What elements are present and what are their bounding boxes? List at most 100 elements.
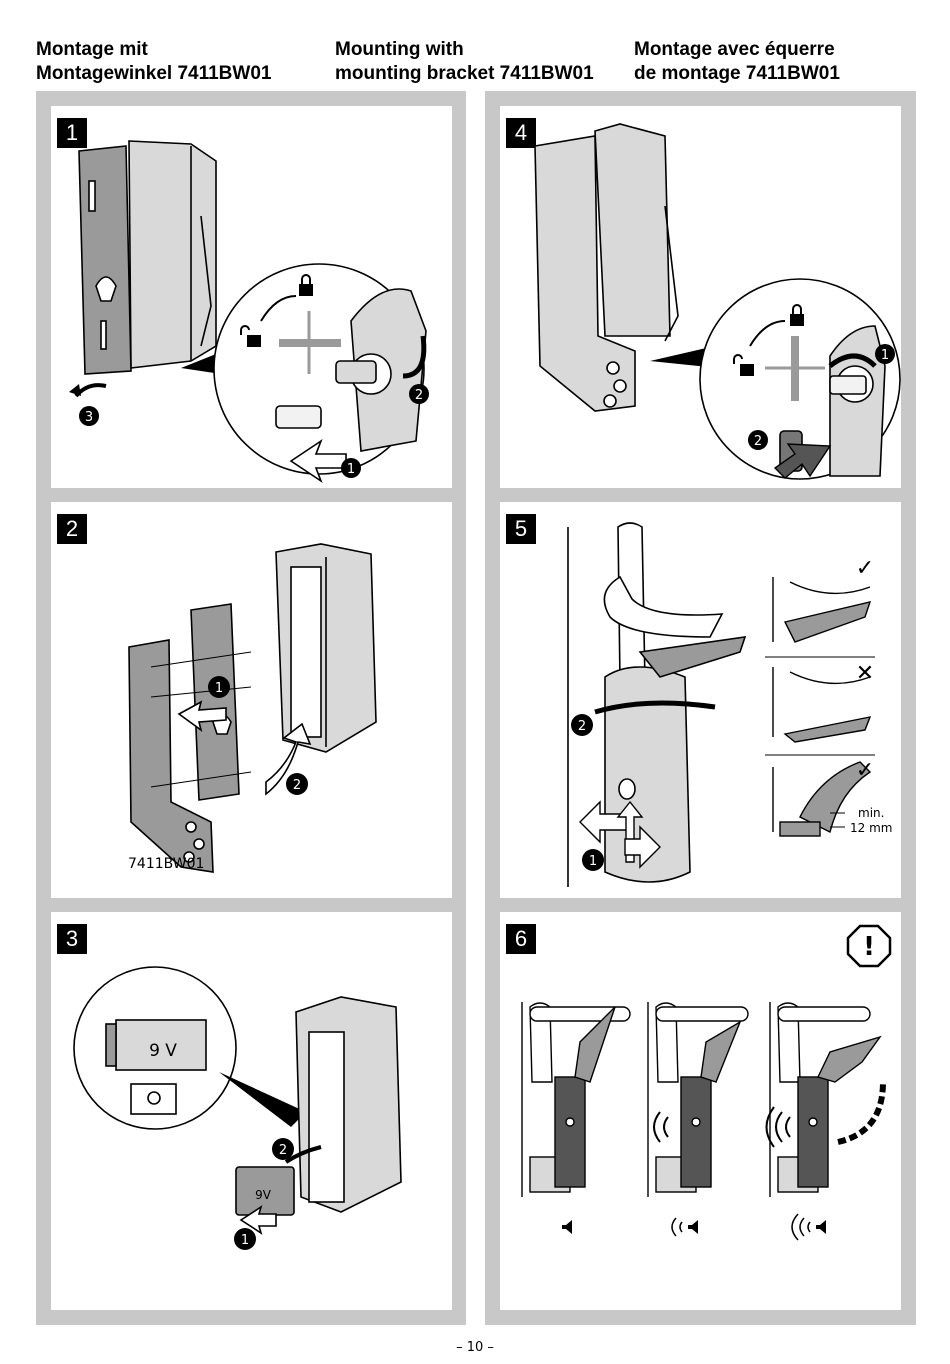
svg-text:1: 1 xyxy=(347,462,355,477)
speaker-loud-icon xyxy=(791,1213,826,1241)
svg-text:2: 2 xyxy=(754,434,762,449)
mounting-plate xyxy=(78,145,132,375)
part-number-label: 7411BW01 xyxy=(128,856,205,872)
svg-text:2: 2 xyxy=(578,719,586,734)
svg-text:1: 1 xyxy=(241,1233,249,1248)
battery-label-zoom: 9 V xyxy=(149,1041,177,1061)
header-english-line2: mounting bracket 7411BW01 xyxy=(335,63,594,84)
rotate-lock-arrow xyxy=(749,320,786,347)
connect-arrow xyxy=(284,1145,322,1164)
cross-icon: ✕ xyxy=(856,661,874,686)
scene-1 xyxy=(521,1002,631,1197)
page-headers: Montage mit Montagewinkel 7411BW01 Mount… xyxy=(36,38,916,90)
step-5-number: 5 xyxy=(506,514,536,544)
lock-closed-icon xyxy=(299,274,313,296)
lock-device-open xyxy=(295,996,402,1213)
callout-3: 3 xyxy=(79,406,99,426)
header-english-line1: Mounting with xyxy=(335,39,464,60)
svg-text:1: 1 xyxy=(215,681,223,696)
lock-open-icon xyxy=(240,325,261,347)
step-3-number: 3 xyxy=(57,924,87,954)
rotate-lock-arrow xyxy=(260,295,297,322)
mounting-plate-small xyxy=(190,603,240,801)
step-4-panel: 4 xyxy=(500,106,901,488)
header-french-line2: de montage 7411BW01 xyxy=(634,63,840,84)
speaker-sound-icon xyxy=(671,1217,698,1237)
step-1-illustration: 1 2 3 xyxy=(69,140,429,484)
callout-2: 2 xyxy=(748,430,768,450)
adjust-arrow-vertical xyxy=(616,800,644,863)
callout-2: 2 xyxy=(571,714,593,736)
mounting-bracket-7411bw01 xyxy=(128,639,214,873)
battery-label: 9V xyxy=(255,1188,272,1202)
zoom-pointer xyxy=(181,354,221,374)
step-2-number: 2 xyxy=(57,514,87,544)
pull-arrow-head xyxy=(69,384,81,396)
callout-1: 1 xyxy=(875,344,895,364)
rotate-arrow xyxy=(594,700,716,715)
insert-battery-arrow xyxy=(239,1205,277,1235)
header-english: Mounting with mounting bracket 7411BW01 xyxy=(335,38,594,86)
lock-open-icon xyxy=(733,354,754,376)
speaker-silent-icon xyxy=(562,1220,572,1234)
lock-closed-icon xyxy=(790,304,804,326)
step-4-illustration: 1 2 xyxy=(534,123,901,480)
step-5-illustration: 1 2 ✓ ✕ ✓ min. xyxy=(567,522,892,887)
step-3-panel: 3 9 V 9V 1 2 xyxy=(51,912,452,1310)
battery-compartment-zoom xyxy=(105,1019,207,1115)
header-german: Montage mit Montagewinkel 7411BW01 xyxy=(36,38,271,86)
turn-key-arrow xyxy=(828,353,877,369)
lock-device xyxy=(275,543,377,753)
mounting-bracket xyxy=(534,135,636,412)
svg-text:3: 3 xyxy=(85,410,93,425)
callout-2: 2 xyxy=(409,384,429,404)
zoom-pointer xyxy=(219,1072,306,1127)
turn-key-arrow xyxy=(402,335,427,379)
adjust-arrow-right xyxy=(624,825,661,869)
svg-text:2: 2 xyxy=(293,778,301,793)
check-icon-2: ✓ xyxy=(856,758,874,783)
step-3-illustration: 9 V 9V 1 2 xyxy=(73,966,402,1250)
step-6-panel: 6 ! xyxy=(500,912,901,1310)
min-label: min. xyxy=(858,806,884,820)
callout-2: 2 xyxy=(286,773,308,795)
scene-2 xyxy=(647,1002,749,1197)
push-arrow-1 xyxy=(177,700,227,732)
header-french: Montage avec équerre de montage 7411BW01 xyxy=(634,38,840,86)
remove-key-arrow xyxy=(773,443,832,479)
step-2-panel: 2 1 2 xyxy=(51,502,452,898)
lock-device xyxy=(594,123,679,342)
header-german-line2: Montagewinkel 7411BW01 xyxy=(36,63,272,84)
step-1-panel: 1 xyxy=(51,106,452,488)
callout-2: 2 xyxy=(272,1138,294,1160)
callout-1: 1 xyxy=(582,849,604,871)
left-column-frame: 1 xyxy=(36,91,466,1325)
callout-1: 1 xyxy=(208,676,230,698)
min-value: 12 mm xyxy=(850,821,892,835)
page-number: – 10 – xyxy=(456,1340,494,1355)
step-5-panel: 5 1 2 xyxy=(500,502,901,898)
svg-text:2: 2 xyxy=(279,1143,287,1158)
callout-1: 1 xyxy=(234,1228,256,1250)
svg-text:2: 2 xyxy=(415,388,423,403)
scene-3 xyxy=(765,1002,886,1197)
step-6-illustration: ! xyxy=(521,924,892,1241)
header-french-line1: Montage avec équerre xyxy=(634,39,835,60)
step-2-illustration: 1 2 xyxy=(128,543,377,873)
svg-text:1: 1 xyxy=(589,854,597,869)
step-4-number: 4 xyxy=(506,118,536,148)
callout-1: 1 xyxy=(341,458,361,478)
right-column-frame: 4 xyxy=(485,91,916,1325)
detail-correct-1 xyxy=(772,577,872,643)
check-icon-1: ✓ xyxy=(856,556,874,581)
detail-wrong xyxy=(772,667,872,743)
warning-icon: ! xyxy=(846,924,892,968)
step-6-number: 6 xyxy=(506,924,536,954)
push-arrow-2 xyxy=(265,722,312,796)
svg-text:1: 1 xyxy=(881,348,889,363)
door-handle-plate xyxy=(603,522,724,683)
lock-device xyxy=(128,140,217,369)
alignment-lines xyxy=(150,651,252,788)
header-german-line1: Montage mit xyxy=(36,39,148,60)
svg-text:!: ! xyxy=(863,932,875,962)
